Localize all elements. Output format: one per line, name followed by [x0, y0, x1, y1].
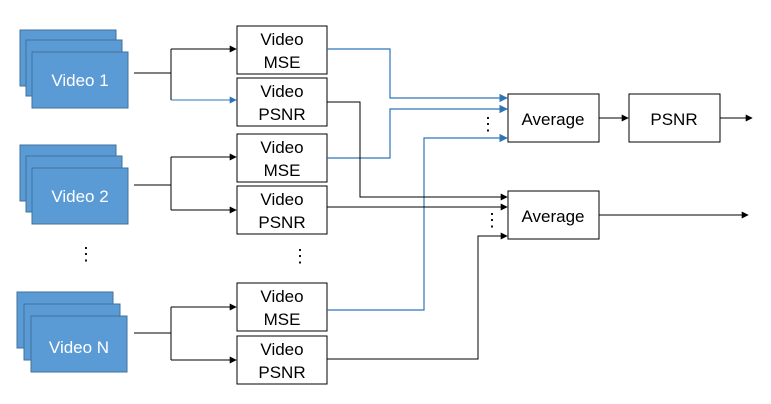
metric-box-psnr-n-line1: Video — [260, 340, 303, 359]
video-n-label: Video N — [49, 338, 109, 357]
video-n-fork — [134, 303, 237, 364]
ellipsis-metrics: ⋮ — [291, 246, 309, 266]
metric-box-psnr-n: Video PSNR — [236, 335, 328, 385]
mse-to-average-lines — [327, 48, 508, 311]
psnr-to-average-lines — [327, 101, 508, 360]
metric-box-mse-2-line1: Video — [260, 138, 303, 157]
video-2-fork — [134, 153, 237, 214]
average-box-mse-label: Average — [521, 110, 584, 129]
video-stack-2: Video 2 — [19, 144, 129, 225]
ellipsis-average-1: ⋮ — [479, 114, 497, 134]
video-stack-1: Video 1 — [19, 29, 129, 109]
video-1-label: Video 1 — [51, 71, 108, 90]
metric-box-mse-1-line2: MSE — [264, 53, 301, 72]
metric-box-mse-1: Video MSE — [236, 25, 328, 75]
metric-box-psnr-2-line1: Video — [260, 190, 303, 209]
video-stack-n: Video N — [16, 291, 128, 373]
metric-box-psnr-1: Video PSNR — [236, 77, 328, 127]
average-box-mse: Average — [507, 93, 600, 143]
video-2-label: Video 2 — [51, 187, 108, 206]
psnr-final-box: PSNR — [628, 93, 721, 143]
video-1-fork — [134, 45, 237, 104]
metric-box-psnr-2-line2: PSNR — [258, 213, 305, 232]
average-box-psnr-label: Average — [521, 207, 584, 226]
ellipsis-videos: ⋮ — [77, 244, 95, 264]
metric-box-mse-n: Video MSE — [236, 282, 328, 332]
ellipsis-average-2: ⋮ — [483, 210, 501, 230]
metric-box-mse-n-line1: Video — [260, 287, 303, 306]
average-box-psnr: Average — [507, 190, 600, 240]
metric-box-mse-n-line2: MSE — [264, 310, 301, 329]
metric-box-psnr-1-line2: PSNR — [258, 105, 305, 124]
metric-box-psnr-n-line2: PSNR — [258, 363, 305, 382]
metric-box-mse-1-line1: Video — [260, 30, 303, 49]
psnr-final-box-label: PSNR — [650, 110, 697, 129]
metric-box-mse-2-line2: MSE — [264, 161, 301, 180]
metric-box-psnr-1-line1: Video — [260, 82, 303, 101]
metric-box-mse-2: Video MSE — [236, 133, 328, 183]
metric-box-psnr-2: Video PSNR — [236, 185, 328, 235]
